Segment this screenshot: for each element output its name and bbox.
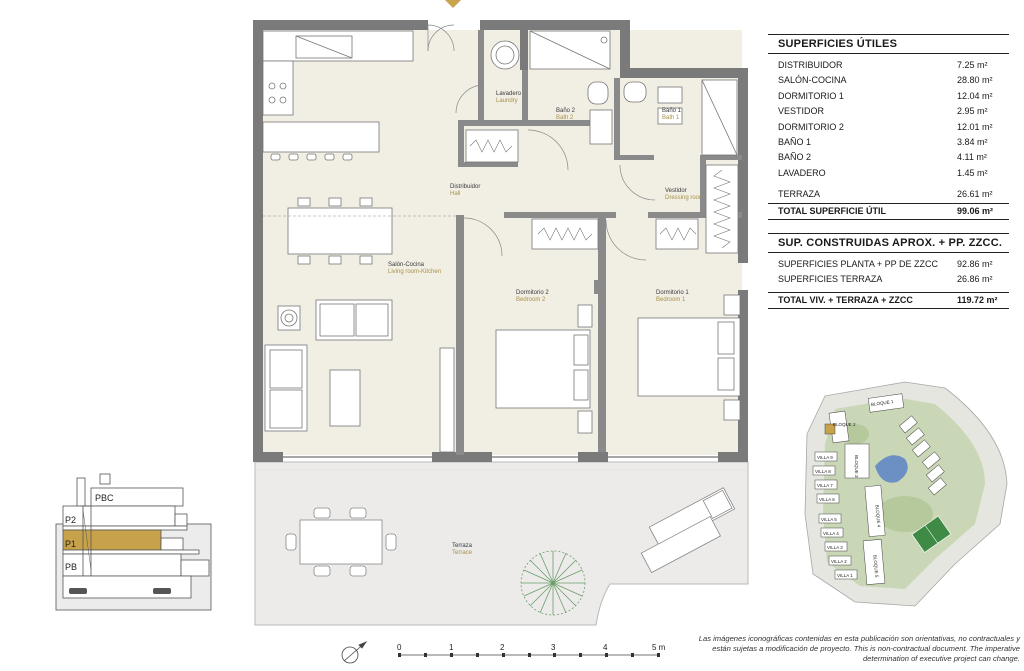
scale-tick-3: 3 — [551, 643, 556, 652]
room-label-bano2: Baño 2 — [556, 108, 576, 114]
floor-label-pb: PB — [65, 562, 77, 572]
interior-floor — [262, 30, 742, 455]
site-label-villa: VILLA 4 — [823, 531, 839, 536]
useful-surfaces-title: SUPERFICIES ÚTILES — [768, 34, 1009, 54]
north-arrow-icon — [341, 641, 368, 664]
room-label-bano1-en: Bath 1 — [662, 115, 680, 121]
room-label-dorm1: Dormitorio 1 — [656, 290, 689, 296]
site-label-b1: BLOQUE 1 — [871, 399, 894, 407]
room-label-distribuidor-en: Hall — [450, 191, 460, 197]
floor-plan: Lavadero Laundry Baño 2 Bath 2 Baño 1 Ba… — [253, 0, 749, 664]
site-label-villa: VILLA 6 — [819, 497, 835, 502]
site-label-villa: VILLA 3 — [827, 545, 843, 550]
room-label-distribuidor: Distribuidor — [450, 184, 480, 190]
room-label-vestidor-en: Dressing room — [665, 195, 704, 201]
room-label-lavadero-en: Laundry — [496, 98, 518, 104]
disclaimer: Las imágenes iconográficas contenidas en… — [690, 634, 1020, 664]
site-label-b5: BLOQUE 5 — [872, 555, 879, 578]
room-label-terraza-en: Terrace — [452, 550, 473, 556]
floor-label-p2: P2 — [65, 515, 76, 525]
room-label-lavadero: Lavadero — [496, 91, 522, 97]
site-label-villa: VILLA 5 — [821, 517, 837, 522]
terrace-area — [254, 461, 749, 626]
building-section: PBC P2 P1 PB — [55, 470, 215, 615]
site-label-villa: VILLA 9 — [817, 455, 833, 460]
room-label-salon-en: Living room-Kitchen — [388, 269, 441, 275]
room-label-bano2-en: Bath 2 — [556, 115, 574, 121]
scale-tick-5: 5 m — [652, 643, 666, 652]
site-label-villa: VILLA 2 — [831, 559, 847, 564]
disclaimer-line: determination of executive project can c… — [862, 654, 1020, 663]
scale-tick-1: 1 — [449, 643, 454, 652]
floor-label-pbc: PBC — [95, 493, 114, 503]
site-plan: BLOQUE 1 BLOQUE 2 BLOQUE 3 BLOQUE 4 BLOQ… — [795, 374, 1020, 609]
disclaimer-line: Las imágenes iconográficas contenidas en… — [698, 634, 1020, 643]
site-label-b2: BLOQUE 2 — [833, 422, 856, 427]
entrance-marker-icon — [445, 0, 461, 8]
room-label-dorm2-en: Bedroom 2 — [516, 297, 546, 303]
palm-tree-icon — [520, 550, 586, 616]
scale-tick-0: 0 — [397, 643, 402, 652]
room-label-bano1: Baño 1 — [662, 108, 682, 114]
site-label-b3: BLOQUE 3 — [854, 455, 859, 478]
room-label-vestidor: Vestidor — [665, 188, 687, 194]
site-label-villa: VILLA 7 — [817, 483, 833, 488]
built-surfaces-title: SUP. CONSTRUIDAS APROX. + PP. ZZCC. — [768, 233, 1009, 253]
room-label-salon: Salón-Cocina — [388, 262, 425, 268]
site-label-b4: BLOQUE 4 — [874, 505, 881, 528]
scale-tick-2: 2 — [500, 643, 505, 652]
scale-bar: 0 1 2 3 4 5 m — [397, 643, 666, 657]
floor-label-p1: P1 — [65, 539, 76, 549]
scale-tick-4: 4 — [603, 643, 608, 652]
site-label-villa: VILLA 1 — [837, 573, 853, 578]
disclaimer-line: están sujetas a modificación de proyecto… — [712, 644, 1020, 653]
built-surfaces-table: SUP. CONSTRUIDAS APROX. + PP. ZZCC. SUPE… — [768, 233, 1009, 310]
site-label-villa: VILLA 8 — [815, 469, 831, 474]
room-label-terraza: Terraza — [452, 543, 473, 549]
room-label-dorm2: Dormitorio 2 — [516, 290, 549, 296]
floor-p1-highlight — [62, 529, 162, 551]
room-label-dorm1-en: Bedroom 1 — [656, 297, 686, 303]
